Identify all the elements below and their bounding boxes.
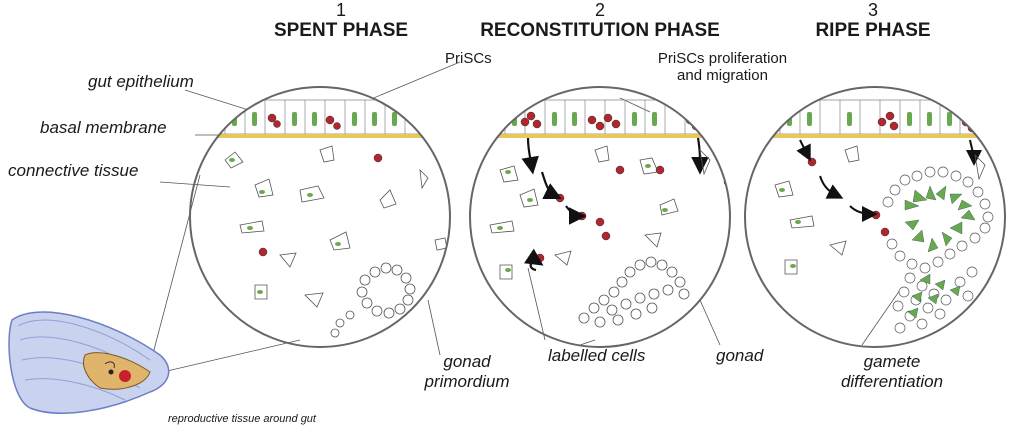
basal-membrane-label: basal membrane (40, 118, 167, 137)
phase-2-number: 2 (594, 0, 605, 20)
labelled-cells-label: labelled cells (548, 346, 646, 365)
gonad-label: gonad (716, 346, 764, 365)
phase-1-title: SPENT PHASE (273, 20, 409, 41)
gonad-primordium-label: gonad primordium (412, 352, 522, 392)
ripe-phase-circle (744, 86, 1006, 348)
gamete-line2: differentiation (840, 372, 944, 391)
gamete-differentiation-label: gamete differentiation (832, 352, 952, 392)
gonad-primordium-line1: gonad (443, 352, 491, 371)
reconstitution-phase-circle (469, 86, 731, 348)
priscs-proliferation-line2: and migration (677, 67, 768, 84)
priscs-proliferation-label: PriSCs proliferation and migration (640, 50, 805, 84)
priscs-label: PriSCs (445, 50, 492, 67)
gut-epithelium-label: gut epithelium (88, 72, 194, 91)
phase-1-number: 1 (335, 0, 346, 20)
phase-3-number: 3 (867, 0, 878, 20)
priscs-proliferation-line1: PriSCs proliferation (657, 50, 788, 67)
phase-3-title: RIPE PHASE (815, 20, 931, 41)
gamete-line1: gamete (863, 352, 921, 371)
connective-tissue-label: connective tissue (8, 161, 139, 180)
mussel-illustration (8, 311, 170, 414)
spent-phase-circle (189, 86, 451, 348)
reproductive-tissue-label: reproductive tissue around gut (168, 413, 316, 425)
phase-2-title: RECONSTITUTION PHASE (480, 20, 720, 41)
gonad-primordium-line2: primordium (424, 372, 510, 391)
